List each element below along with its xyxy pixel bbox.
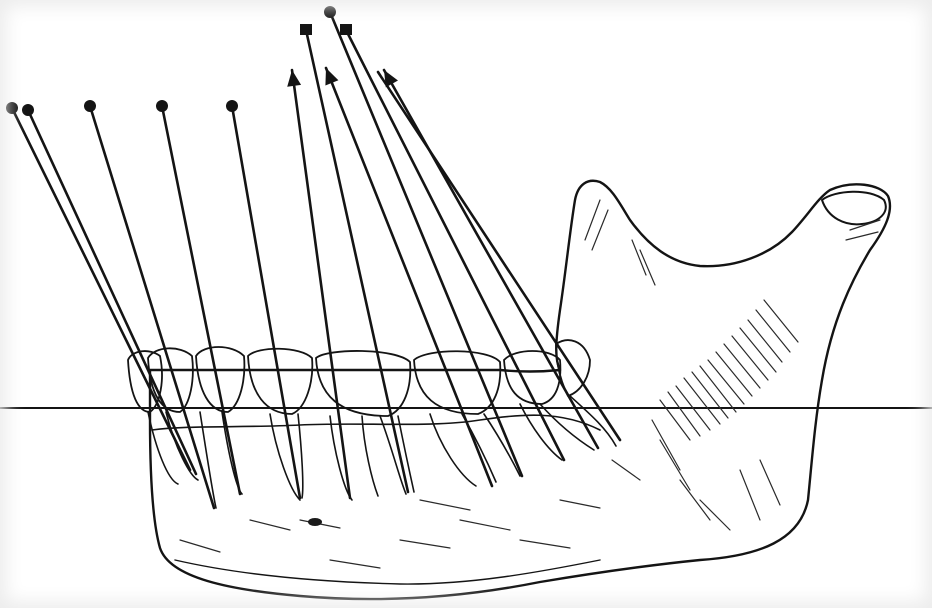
tooth-axis-rod — [330, 12, 522, 476]
rod-end-arrowhead — [287, 70, 301, 87]
rod-end-dot — [84, 100, 96, 112]
lower-border-detail — [175, 560, 600, 584]
teeth-roots — [148, 396, 616, 508]
rod-end-dot — [324, 6, 336, 18]
condyle-head — [822, 192, 886, 225]
tooth-axis-rod — [232, 106, 300, 498]
tooth-crown — [196, 347, 244, 412]
mental-foramen — [308, 518, 322, 526]
tooth-axis-rod — [28, 110, 196, 474]
tooth-crown — [148, 348, 193, 412]
rod-end-dot — [22, 104, 34, 116]
mandible-outline — [150, 181, 890, 599]
tooth-crown — [414, 351, 500, 414]
tooth-axis-rod — [12, 108, 190, 470]
rod-end-dot — [226, 100, 238, 112]
tooth-axis-rod — [326, 68, 492, 486]
rod-end-square — [300, 24, 312, 35]
rod-end-dot — [156, 100, 168, 112]
rod-end-square — [340, 24, 352, 35]
rod-end-dot — [6, 102, 18, 114]
tooth-axis-lines — [6, 6, 620, 508]
tooth-axis-rod — [306, 30, 408, 492]
rod-end-arrowhead — [325, 68, 338, 85]
bone-shading — [180, 200, 880, 568]
